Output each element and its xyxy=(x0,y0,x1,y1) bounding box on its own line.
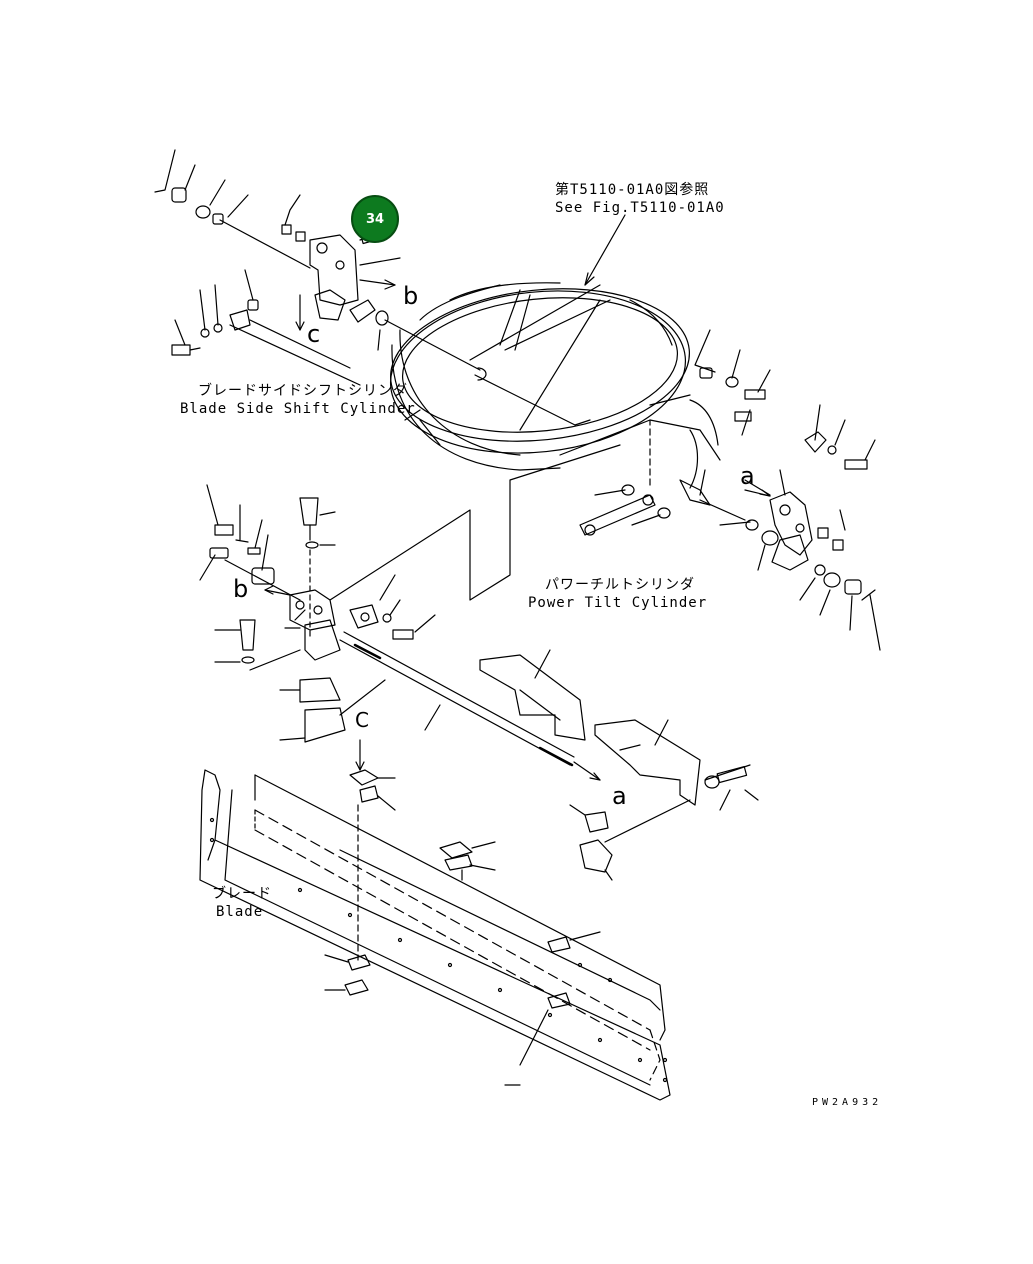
callout-badge-34[interactable]: 34 xyxy=(351,195,399,243)
right-fasteners xyxy=(694,329,881,651)
marker-c-upper: c xyxy=(307,320,321,348)
power-tilt-cylinder xyxy=(579,419,746,536)
marker-b-lower: b xyxy=(233,575,249,603)
rod-end-parts xyxy=(569,799,691,881)
blade xyxy=(199,769,671,1101)
drawing-code: PW2A932 xyxy=(812,1097,883,1108)
marker-a-lower: a xyxy=(612,782,627,810)
blade-label-en: Blade xyxy=(216,904,264,920)
tilt-cylinder-label-en: Power Tilt Cylinder xyxy=(528,595,708,611)
leader-lines xyxy=(404,409,521,1086)
reference-leader xyxy=(584,214,626,286)
top-left-fasteners xyxy=(154,149,311,356)
long-rod xyxy=(339,574,601,781)
side-shift-bracket xyxy=(229,231,481,386)
side-shift-label-ja: ブレードサイドシフトシリンダ xyxy=(198,383,408,399)
side-shift-label-en: Blade Side Shift Cylinder xyxy=(180,401,416,417)
marker-c-lower: C xyxy=(355,708,369,732)
marker-a-right: a xyxy=(740,462,755,490)
rod-guards xyxy=(479,649,759,811)
blade-label-ja: ブレード xyxy=(212,886,272,902)
marker-b-upper: b xyxy=(403,282,419,310)
wear-strips xyxy=(324,739,601,1066)
reference-label-en: See Fig.T5110-01A0 xyxy=(555,200,725,216)
circle-frame xyxy=(389,282,721,471)
tilt-cylinder-label-ja: パワーチルトシリンダ xyxy=(545,577,695,593)
lower-left-mount xyxy=(199,444,621,743)
reference-label-ja: 第T5110-01A0図参照 xyxy=(555,182,710,198)
